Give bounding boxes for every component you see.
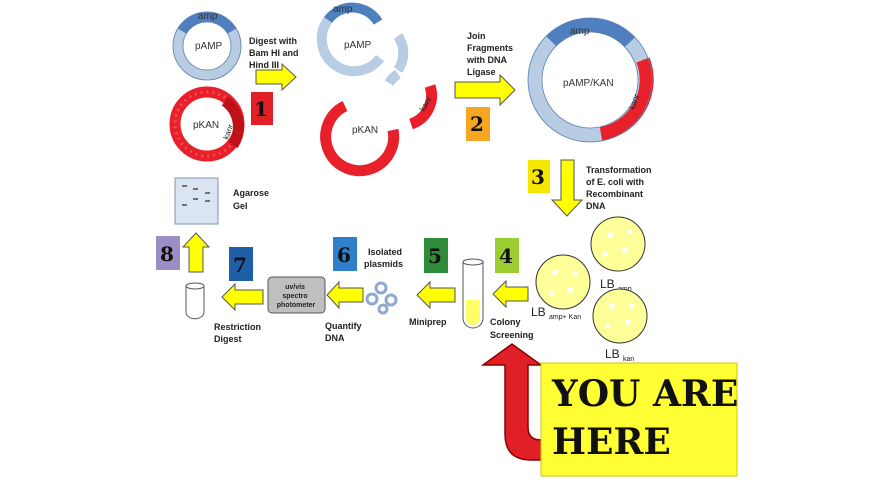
step-3-label: Transformation of E. coli with Recombina… xyxy=(586,165,654,211)
plate-kan-label: LB kan xyxy=(605,347,634,363)
step-8: 8 xyxy=(156,232,211,273)
plate-amp-kan: LB amp+ Kan xyxy=(531,254,591,321)
you-are-here-box xyxy=(540,362,738,477)
combined-amp-label: amp xyxy=(570,26,590,37)
step-1-number: 1 xyxy=(254,97,268,121)
isolated-plasmid-rings xyxy=(365,281,398,315)
pkan-plasmid: pKAN kanr xyxy=(169,86,245,162)
step-3: 3 Transformation of E. coli with Recombi… xyxy=(528,159,654,217)
cut-amp-label: amp xyxy=(333,4,353,15)
step-6-quantify-label: Quantify DNA xyxy=(325,321,364,343)
step-5-label: Miniprep xyxy=(409,317,447,327)
you-are-here-line-1: YOU ARE xyxy=(551,373,738,415)
big-curved-arrow xyxy=(480,343,548,461)
step-6: 6 Isolated plasmids Quantify DNA xyxy=(325,237,405,343)
step-8-arrow xyxy=(181,232,211,273)
step-2-box xyxy=(466,107,490,141)
step-7-arrow xyxy=(221,282,264,312)
step-8-number: 8 xyxy=(160,242,174,266)
step-4-number: 4 xyxy=(499,244,513,268)
plate-kan: LB kan xyxy=(592,288,648,363)
step-2-label: Join Fragments with DNA Ligase xyxy=(466,31,516,77)
pamp-kan-plasmid: amp pAMP/KAN kanr xyxy=(527,17,654,143)
step-6-label: Isolated plasmids xyxy=(364,247,405,269)
pamp-plasmid: amp pAMP xyxy=(172,11,242,81)
culture-tube xyxy=(462,258,484,329)
agarose-gel: Agarose Gel xyxy=(174,177,272,225)
step-5: 5 Miniprep xyxy=(409,238,456,327)
pamp-label: pAMP xyxy=(195,41,223,52)
step-8-box xyxy=(156,236,180,270)
step-3-box xyxy=(528,160,550,193)
step-1-arrow xyxy=(255,62,297,92)
step-6-box xyxy=(333,237,357,271)
step-1: Digest with Bam HI and Hind III 1 xyxy=(249,36,301,125)
restriction-digest: Restriction Digest xyxy=(185,282,264,344)
step-2: Join Fragments with DNA Ligase 2 xyxy=(454,31,516,141)
spectrophotometer-label: uv/vis spectro photometer xyxy=(277,284,316,309)
step-4-arrow xyxy=(492,279,529,309)
step-6-arrow xyxy=(326,280,364,310)
step-7-box xyxy=(229,247,253,281)
step-7: uv/vis spectro photometer 7 xyxy=(221,247,326,314)
step-3-arrow xyxy=(550,159,584,217)
step-1-label: Digest with Bam HI and Hind III xyxy=(249,36,301,70)
step-8-label: Agarose Gel xyxy=(233,188,272,211)
plate-amp-kan-label: LB amp+ Kan xyxy=(531,305,581,321)
you-are-here-callout: YOU ARE HERE xyxy=(480,343,738,477)
step-1-box xyxy=(251,92,273,125)
step-4-box xyxy=(495,238,519,273)
step-5-arrow xyxy=(416,280,456,310)
cut-pkan-label: pKAN xyxy=(352,125,378,136)
restriction-label: Restriction Digest xyxy=(214,322,264,344)
amp-gene-label: amp xyxy=(198,11,218,22)
digested-pkan: pKAN kanr xyxy=(320,84,438,177)
step-4-label: Colony Screening xyxy=(490,317,534,340)
cut-pamp-label: pAMP xyxy=(344,40,372,51)
step-4: 4 Colony Screening xyxy=(462,238,534,340)
spectrophotometer xyxy=(267,276,326,314)
digested-pamp: amp pAMP xyxy=(316,2,409,86)
combined-label: pAMP/KAN xyxy=(563,78,614,89)
step-7-number: 7 xyxy=(233,253,247,277)
step-2-number: 2 xyxy=(470,112,484,136)
step-3-number: 3 xyxy=(531,165,545,189)
plate-amp: LB amp xyxy=(590,216,646,293)
pkan-label: pKAN xyxy=(193,120,219,131)
you-are-here-line-2: HERE xyxy=(552,421,671,463)
step-5-number: 5 xyxy=(428,244,442,268)
step-5-box xyxy=(424,238,448,273)
step-6-number: 6 xyxy=(337,243,351,267)
step-2-arrow xyxy=(454,73,516,107)
